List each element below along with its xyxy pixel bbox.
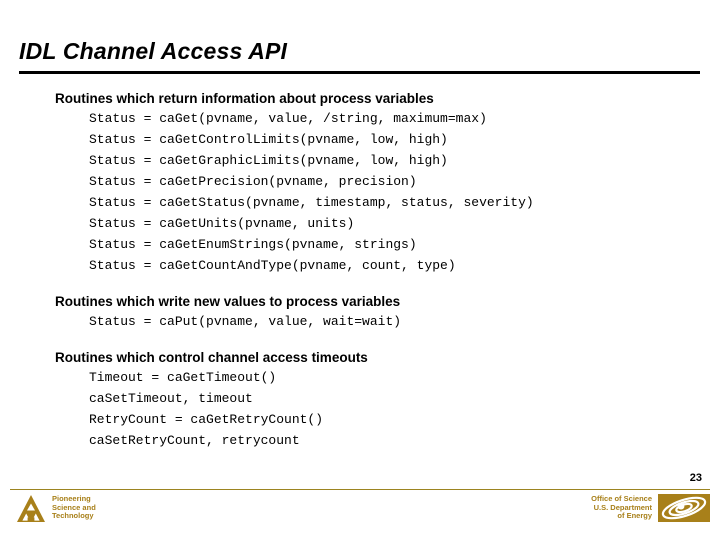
code-line-list: Status = caPut(pvname, value, wait=wait) — [0, 311, 720, 332]
routines-section: Routines which write new values to proce… — [0, 293, 720, 332]
code-line: caSetTimeout, timeout — [89, 391, 253, 406]
argonne-triangle-a-logo — [16, 494, 46, 524]
slide-footer: Pioneering Science and Technology Office… — [0, 490, 720, 540]
code-line: Status = caGetEnumStrings(pvname, string… — [89, 237, 417, 252]
footer-divider-rule — [10, 489, 710, 490]
code-line: Status = caGetStatus(pvname, timestamp, … — [89, 195, 534, 210]
slide-body: Routines which return information about … — [0, 90, 720, 451]
doe-tagline: Office of Science U.S. Department of Ene… — [591, 494, 652, 521]
routines-section: Routines which return information about … — [0, 90, 720, 276]
code-line: Status = caGet(pvname, value, /string, m… — [89, 111, 487, 126]
code-line: Status = caGetPrecision(pvname, precisio… — [89, 174, 417, 189]
code-line: caSetRetryCount, retrycount — [89, 433, 300, 448]
title-underline-rule — [19, 71, 700, 74]
code-line: Timeout = caGetTimeout() — [89, 370, 277, 385]
argonne-tagline: Pioneering Science and Technology — [52, 494, 96, 521]
code-line: Status = caGetUnits(pvname, units) — [89, 216, 355, 231]
section-heading: Routines which write new values to proce… — [55, 294, 401, 309]
code-line: Status = caGetControlLimits(pvname, low,… — [89, 132, 448, 147]
section-heading: Routines which control channel access ti… — [55, 350, 368, 365]
code-line-list: Timeout = caGetTimeout() caSetTimeout, ti… — [0, 367, 720, 451]
code-line-list: Status = caGet(pvname, value, /string, m… — [0, 108, 720, 276]
page-number: 23 — [689, 472, 702, 484]
doe-swirl-logo — [658, 494, 710, 522]
code-line: Status = caPut(pvname, value, wait=wait) — [89, 314, 402, 329]
code-line: Status = caGetGraphicLimits(pvname, low,… — [89, 153, 448, 168]
code-line: RetryCount = caGetRetryCount() — [89, 412, 324, 427]
section-heading: Routines which return information about … — [55, 91, 434, 106]
page-title: IDL Channel Access API — [19, 38, 288, 64]
code-line: Status = caGetCountAndType(pvname, count… — [89, 258, 456, 273]
routines-section: Routines which control channel access ti… — [0, 349, 720, 451]
